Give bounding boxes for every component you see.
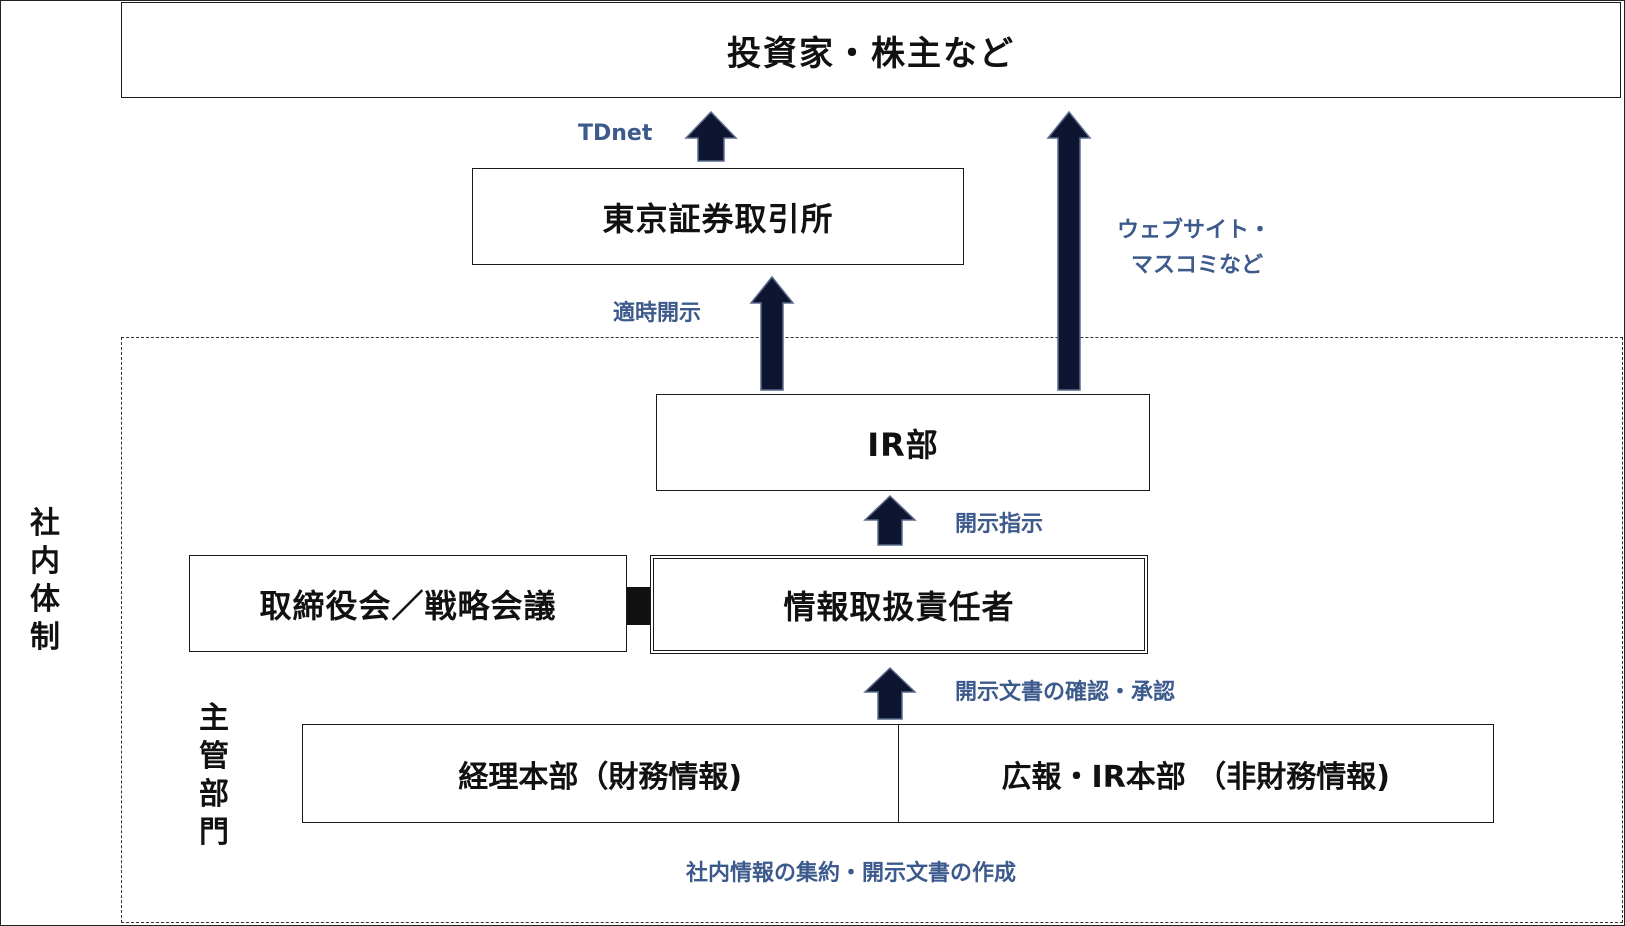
internal-system-region: [121, 337, 1623, 923]
information-officer-box: 情報取扱責任者: [650, 555, 1148, 654]
vchar: 体: [30, 582, 60, 617]
arrow-website: [1046, 110, 1092, 391]
exchange-label: 東京証券取引所: [602, 199, 834, 238]
board-officer-connector: [627, 587, 650, 625]
board-box: 取締役会／戦略会議: [189, 555, 627, 652]
arrow-timely-disclosure: [749, 275, 795, 391]
investors-box: 投資家・株主など: [121, 2, 1621, 98]
website-annotation-line1: ウェブサイト・: [1117, 218, 1272, 243]
website-annotation-line2: マスコミなど: [1131, 253, 1264, 278]
timely-disclosure-annotation: 適時開示: [613, 301, 702, 326]
accounting-department-label: 経理本部（財務情報): [458, 759, 743, 795]
tdnet-annotation: TDnet: [578, 121, 653, 146]
investors-label: 投資家・株主など: [727, 33, 1015, 74]
vchar: 社: [30, 506, 60, 541]
doc-confirmation-annotation: 開示文書の確認・承認: [955, 680, 1176, 705]
arrow-disclosure-instruction: [863, 494, 917, 546]
vchar: 門: [199, 815, 229, 850]
internal-system-vertical-label: 社 内 体 制: [27, 505, 63, 657]
departments-box: 経理本部（財務情報) 広報・IR本部 （非財務情報): [302, 724, 1494, 823]
disclosure-instruction-annotation: 開示指示: [955, 512, 1044, 537]
accounting-department: 経理本部（財務情報): [303, 725, 899, 822]
vchar: 主: [199, 701, 229, 736]
board-label: 取締役会／戦略会議: [259, 586, 557, 625]
ir-department-box: IR部: [656, 394, 1150, 491]
responsible-dept-vertical-label: 主 管 部 門: [196, 700, 232, 852]
vchar: 内: [30, 544, 60, 579]
arrow-tdnet: [684, 110, 738, 162]
pr-ir-department: 広報・IR本部 （非財務情報): [899, 725, 1494, 822]
arrow-doc-confirmation: [863, 666, 917, 720]
vchar: 制: [30, 620, 60, 655]
pr-ir-department-label: 広報・IR本部 （非財務情報): [1001, 759, 1390, 795]
information-officer-label: 情報取扱責任者: [783, 587, 1015, 626]
vchar: 管: [199, 739, 229, 774]
exchange-box: 東京証券取引所: [472, 168, 964, 265]
info-aggregation-annotation: 社内情報の集約・開示文書の作成: [686, 861, 1017, 886]
ir-department-label: IR部: [867, 425, 939, 464]
vchar: 部: [199, 777, 229, 812]
